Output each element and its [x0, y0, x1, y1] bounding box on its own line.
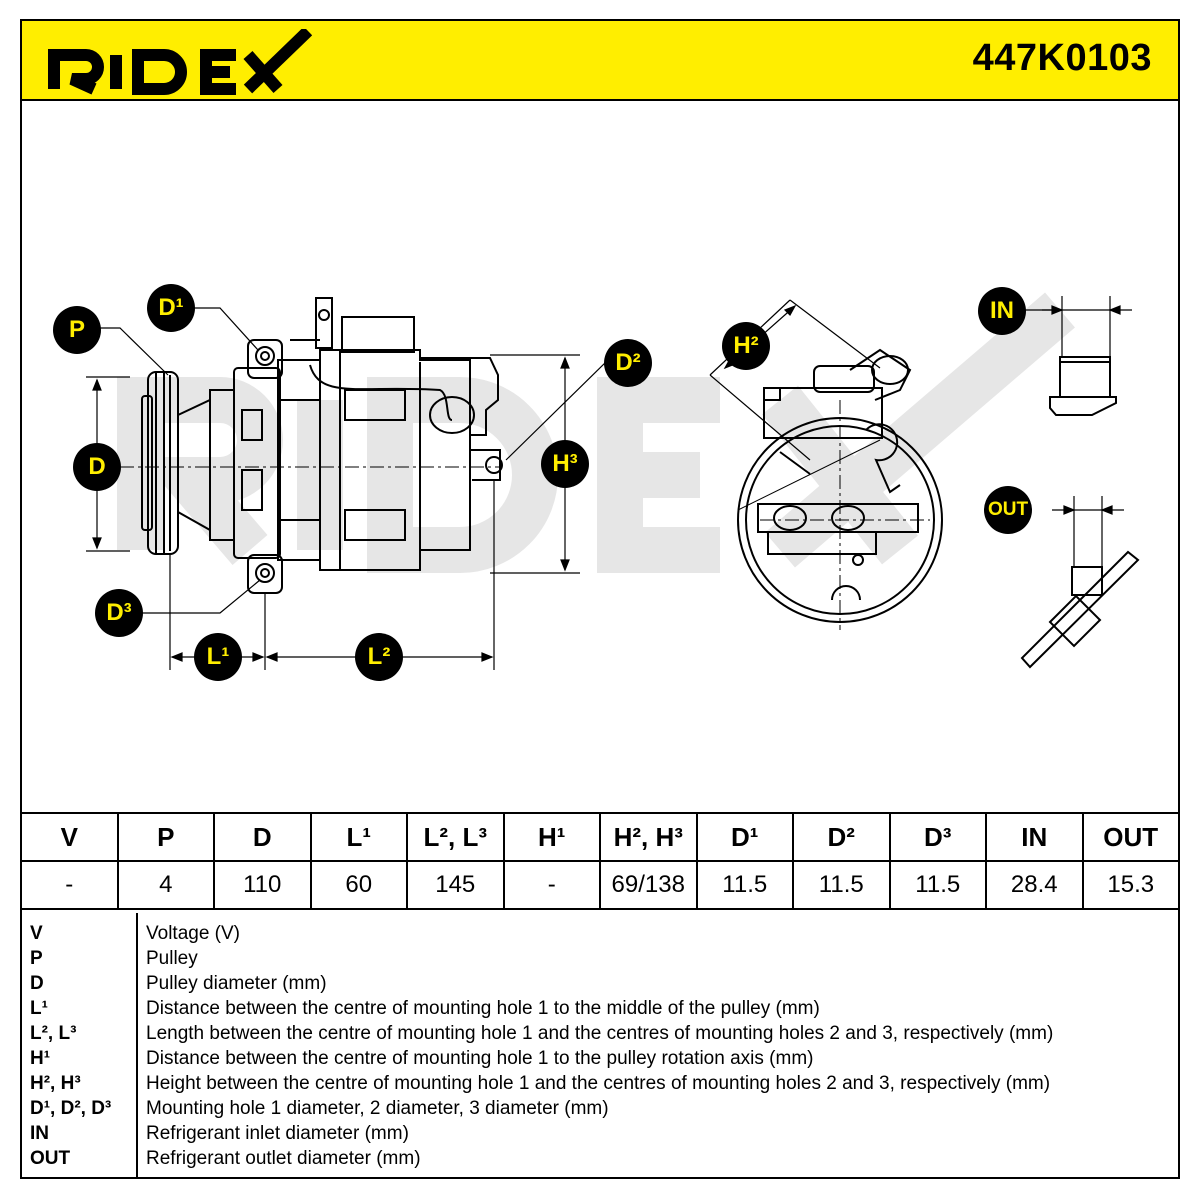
legend-row: L², L³ Length between the centre of moun…: [22, 1023, 1182, 1048]
legend-row: L¹ Distance between the centre of mounti…: [22, 998, 1182, 1023]
label-d1: D¹: [147, 284, 195, 332]
label-p: P: [53, 306, 101, 354]
spec-value: -: [20, 860, 119, 910]
spec-table: V P D L¹ L², L³ H¹ H², H³ D¹ D² D³ IN OU…: [20, 812, 1180, 910]
legend-key: OUT: [30, 1148, 71, 1169]
compressor-drawing: [86, 292, 1140, 670]
legend-row: IN Refrigerant inlet diameter (mm): [22, 1123, 1182, 1148]
ridex-logo: [48, 29, 312, 95]
spec-value: -: [502, 860, 601, 910]
spec-value: 15.3: [1081, 860, 1180, 910]
legend-desc: Height between the centre of mounting ho…: [146, 1073, 1051, 1094]
legend-row: P Pulley: [22, 948, 1182, 973]
spec-header: V: [20, 812, 119, 862]
legend-key: H², H³: [30, 1073, 81, 1094]
spec-value: 69/138: [599, 860, 698, 910]
legend-desc: Pulley: [146, 948, 198, 969]
label-h2: H²: [722, 322, 770, 370]
inlet-dimension: [1025, 296, 1132, 358]
spec-header: P: [116, 812, 215, 862]
label-out: OUT: [984, 486, 1032, 534]
spec-value: 4: [116, 860, 215, 910]
spec-header: D: [213, 812, 312, 862]
spec-header: D¹: [695, 812, 794, 862]
spec-header: OUT: [1081, 812, 1180, 862]
spec-value-row: - 4 110 60 145 - 69/138 11.5 11.5 11.5 2…: [20, 860, 1180, 910]
spec-value: 28.4: [985, 860, 1084, 910]
legend-desc: Voltage (V): [146, 923, 240, 944]
spec-value: 11.5: [695, 860, 794, 910]
outlet-fitting: [1020, 550, 1140, 669]
legend-desc: Distance between the centre of mounting …: [146, 1048, 814, 1069]
compressor-side-view: [141, 297, 503, 594]
legend-key: L¹: [30, 998, 48, 1019]
spec-header: L², L³: [406, 812, 505, 862]
legend-desc: Mounting hole 1 diameter, 2 diameter, 3 …: [146, 1098, 609, 1119]
legend-row: D Pulley diameter (mm): [22, 973, 1182, 998]
legend-key: P: [30, 948, 43, 969]
spec-header: D³: [888, 812, 987, 862]
label-d: D: [73, 443, 121, 491]
legend-key: D: [30, 973, 44, 994]
part-number: 447K0103: [972, 37, 1152, 79]
spec-value: 145: [406, 860, 505, 910]
outlet-dimension: [1052, 496, 1124, 566]
spec-header: H¹: [502, 812, 601, 862]
spec-header: L¹: [309, 812, 408, 862]
legend-desc: Distance between the centre of mounting …: [146, 998, 820, 1019]
legend-row: D¹, D², D³ Mounting hole 1 diameter, 2 d…: [22, 1098, 1182, 1123]
legend-desc: Pulley diameter (mm): [146, 973, 327, 994]
label-d2: D²: [604, 339, 652, 387]
legend-key: H¹: [30, 1048, 51, 1069]
spec-header-row: V P D L¹ L², L³ H¹ H², H³ D¹ D² D³ IN OU…: [20, 812, 1180, 862]
header-bar: 447K0103: [20, 19, 1180, 101]
legend-row: V Voltage (V): [22, 923, 1182, 948]
legend-box: V Voltage (V) P Pulley D Pulley diameter…: [20, 913, 1180, 1179]
spec-value: 11.5: [888, 860, 987, 910]
label-l2: L²: [355, 633, 403, 681]
spec-header: H², H³: [599, 812, 698, 862]
label-d3: D³: [95, 589, 143, 637]
spec-value: 110: [213, 860, 312, 910]
legend-divider: [136, 913, 138, 1177]
legend-row: OUT Refrigerant outlet diameter (mm): [22, 1148, 1182, 1173]
inlet-fitting: [1049, 356, 1117, 416]
spec-header: D²: [792, 812, 891, 862]
legend-row: H¹ Distance between the centre of mounti…: [22, 1048, 1182, 1073]
spec-value: 60: [309, 860, 408, 910]
legend-key: V: [30, 923, 43, 944]
legend-desc: Length between the centre of mounting ho…: [146, 1023, 1054, 1044]
legend-desc: Refrigerant outlet diameter (mm): [146, 1148, 421, 1169]
label-l1: L¹: [194, 633, 242, 681]
legend-key: L², L³: [30, 1023, 77, 1044]
legend-key: D¹, D², D³: [30, 1098, 112, 1119]
technical-drawing: P D¹ D D³ L¹ L² D² H³ H² IN OUT: [20, 100, 1180, 813]
label-in: IN: [978, 287, 1026, 335]
spec-header: IN: [985, 812, 1084, 862]
label-h3: H³: [541, 440, 589, 488]
legend-desc: Refrigerant inlet diameter (mm): [146, 1123, 409, 1144]
spec-value: 11.5: [792, 860, 891, 910]
legend-key: IN: [30, 1123, 49, 1144]
legend-row: H², H³ Height between the centre of moun…: [22, 1073, 1182, 1098]
